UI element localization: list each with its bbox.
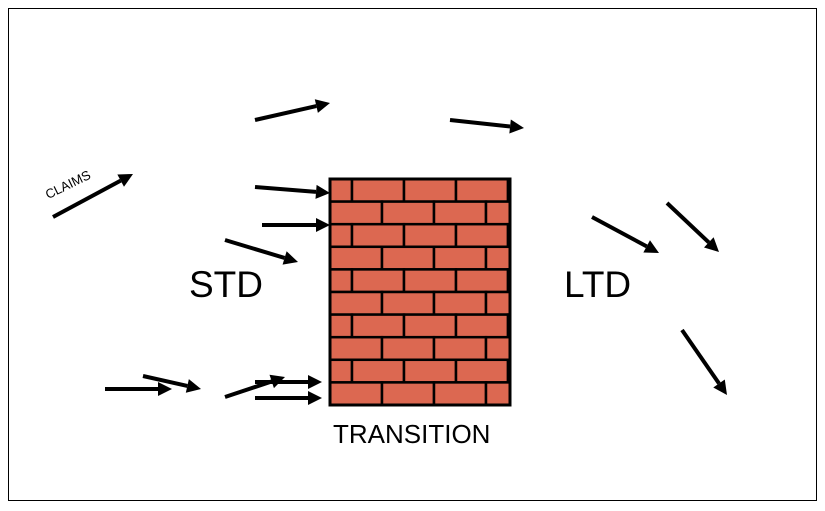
- brick: [350, 313, 406, 339]
- transition-label: TRANSITION: [333, 419, 491, 449]
- brick: [380, 245, 436, 271]
- brick: [454, 222, 510, 249]
- arrow-icon: [262, 218, 330, 232]
- brick: [484, 200, 512, 226]
- brick: [432, 245, 488, 271]
- arrow-icon: [142, 374, 201, 393]
- brick: [454, 358, 510, 384]
- arrow-icon: [680, 328, 727, 395]
- brick: [328, 268, 354, 294]
- brick: [432, 335, 488, 362]
- brick: [350, 358, 406, 384]
- brick: [432, 290, 488, 316]
- arrow-icon: [224, 374, 285, 399]
- arrow-icon: [254, 99, 330, 122]
- arrows-group: [52, 99, 727, 405]
- brick: [380, 200, 436, 226]
- brick: [380, 335, 436, 362]
- brick: [484, 381, 512, 407]
- brick: [328, 313, 354, 339]
- ltd-label: LTD: [564, 264, 632, 305]
- brick: [402, 268, 458, 294]
- brick: [328, 335, 384, 362]
- brick: [454, 313, 510, 339]
- brick-wall-icon: [328, 177, 512, 407]
- brick: [328, 200, 384, 226]
- arrow-icon: [52, 174, 133, 219]
- brick: [402, 313, 458, 339]
- brick: [484, 335, 512, 362]
- arrow-icon: [254, 184, 330, 199]
- arrow-icon: [591, 215, 659, 253]
- brick: [350, 268, 406, 294]
- arrow-icon: [449, 118, 524, 134]
- arrow-icon: [224, 238, 298, 265]
- brick: [454, 177, 510, 203]
- brick: [380, 290, 436, 316]
- wall-outline: [328, 177, 512, 407]
- diagram-frame: [8, 8, 817, 501]
- arrow-icon: [255, 391, 322, 405]
- brick: [454, 268, 510, 294]
- std-label: STD: [189, 264, 263, 305]
- brick: [328, 245, 384, 271]
- brick: [328, 358, 354, 384]
- brick: [484, 245, 512, 271]
- brick: [328, 222, 354, 249]
- brick: [432, 381, 488, 407]
- brick: [328, 177, 354, 203]
- arrow-icon: [105, 382, 172, 396]
- brick: [432, 200, 488, 226]
- brick: [350, 177, 406, 203]
- brick: [402, 222, 458, 249]
- arrow-icon: [255, 375, 322, 389]
- brick: [350, 222, 406, 249]
- brick: [402, 177, 458, 203]
- arrow-icon: [665, 201, 719, 252]
- brick: [380, 381, 436, 407]
- brick: [484, 290, 512, 316]
- brick: [402, 358, 458, 384]
- brick: [328, 290, 384, 316]
- brick: [328, 381, 384, 407]
